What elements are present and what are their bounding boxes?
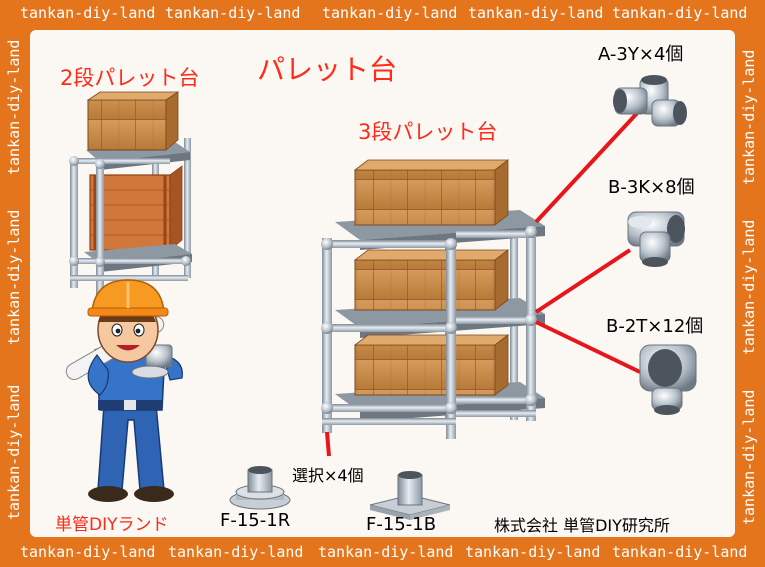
b3k-label: B-3K×8個 [608,177,695,198]
a3y-label: A-3Y×4個 [598,44,684,65]
two-tier-rack [69,91,192,295]
selection-label: 選択×4個 [292,466,364,485]
watermark-top-4: tankan-diy-land [468,4,604,22]
worker-mascot [65,279,183,502]
watermark-top-1: tankan-diy-land [20,4,156,22]
b3k-fitting-image [627,211,685,267]
watermark-top-5: tankan-diy-land [612,4,748,22]
f151r-label: F-15-1R [220,510,291,531]
two-tier-title: 2段パレット台 [60,66,200,90]
a3y-fitting-image [613,75,687,127]
b2t-label: B-2T×12個 [606,316,704,337]
three-tier-title: 3段パレット台 [358,120,498,144]
watermark-bottom-1: tankan-diy-land [20,543,156,561]
watermark-bottom-3: tankan-diy-land [318,543,454,561]
watermark-bottom-4: tankan-diy-land [465,543,601,561]
watermark-bottom-5: tankan-diy-land [612,543,748,561]
watermark-top-2: tankan-diy-land [165,4,301,22]
f151b-label: F-15-1B [366,514,437,535]
main-title: パレット台 [257,53,398,86]
watermark-top-3: tankan-diy-land [322,4,458,22]
brand-name: 単管DIYランド [55,515,169,535]
connector-lines [325,108,642,457]
company-name: 株式会社 単管DIY研究所 [494,516,670,535]
watermark-bottom-2: tankan-diy-land [168,543,304,561]
f151b-fitting-image [369,471,451,520]
f151r-fitting-image [229,466,291,510]
three-tier-rack [321,159,545,439]
b2t-fitting-image [639,344,697,415]
